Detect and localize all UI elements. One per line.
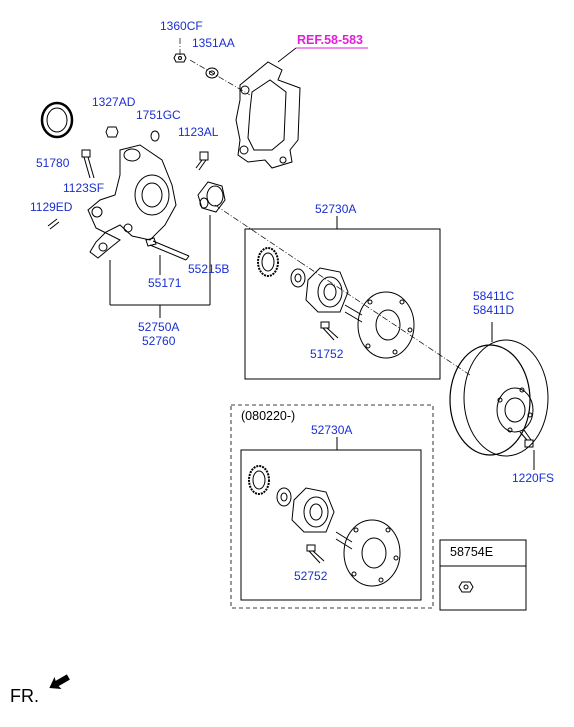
hub-bolt-51752 [320, 321, 339, 341]
hub-flange-top [305, 267, 349, 313]
caliper-bracket [235, 61, 301, 169]
nut-1360cf [173, 53, 187, 63]
washer-bottom [276, 487, 292, 507]
label-1123sf: 1123SF [63, 181, 105, 195]
washer-top [290, 268, 306, 288]
label-1129ed: 1129ED [30, 200, 73, 214]
label-1327ad: 1327AD [92, 95, 136, 109]
ref-leader [277, 47, 297, 63]
bolt-1123sf [81, 149, 95, 179]
label-52730a-top: 52730A [315, 202, 357, 216]
date-range-label: (080220-) [241, 409, 296, 423]
date-range-box [230, 404, 434, 609]
part-box-58754e [439, 539, 527, 611]
label-52760: 52760 [142, 334, 176, 348]
label-1351aa: 1351AA [192, 36, 235, 50]
leader-bracket-52750a [109, 215, 211, 318]
hub-assembly-box-bottom [240, 449, 422, 601]
label-1751gc: 1751GC [136, 108, 181, 122]
label-1360cf: 1360CF [160, 19, 203, 33]
nut-1751gc [150, 130, 160, 142]
bushing-55215b [197, 181, 226, 213]
knuckle-52750a [87, 144, 177, 259]
screw-1129ed [47, 218, 60, 230]
hub-flange-bottom [291, 487, 335, 533]
washer-1351aa [205, 67, 219, 79]
label-58411c: 58411C [473, 289, 515, 303]
ref-label[interactable]: REF.58-583 [297, 33, 364, 47]
label-55215b: 55215B [188, 262, 230, 276]
label-52730a-bottom: 52730A [311, 423, 353, 437]
front-label: FR. [10, 686, 39, 706]
brake-disc [449, 339, 549, 457]
bolt-55171 [145, 237, 190, 261]
hub-bolt-52752 [306, 544, 325, 564]
label-52750a: 52750A [138, 320, 180, 334]
label-1220fs: 1220FS [512, 471, 555, 485]
label-58411d: 58411D [473, 303, 515, 317]
label-51752: 51752 [310, 347, 344, 361]
label-58754e: 58754E [450, 545, 494, 559]
front-arrow-icon [49, 674, 70, 690]
screw-1220fs [519, 429, 534, 448]
label-55171: 55171 [148, 276, 182, 290]
label-1123al: 1123AL [178, 125, 219, 139]
wheel-hub-top [344, 291, 415, 359]
bolt-1123al [195, 151, 209, 171]
bearing-bottom [248, 465, 270, 495]
nut-58754e [458, 581, 474, 593]
bearing-top [257, 247, 279, 277]
hub-assembly-box-top [244, 228, 441, 380]
label-51780: 51780 [36, 156, 70, 170]
wheel-hub-bottom [335, 519, 401, 587]
seal-ring-51780 [40, 101, 74, 139]
nut-1327ad [105, 126, 119, 138]
label-52752: 52752 [294, 569, 328, 583]
